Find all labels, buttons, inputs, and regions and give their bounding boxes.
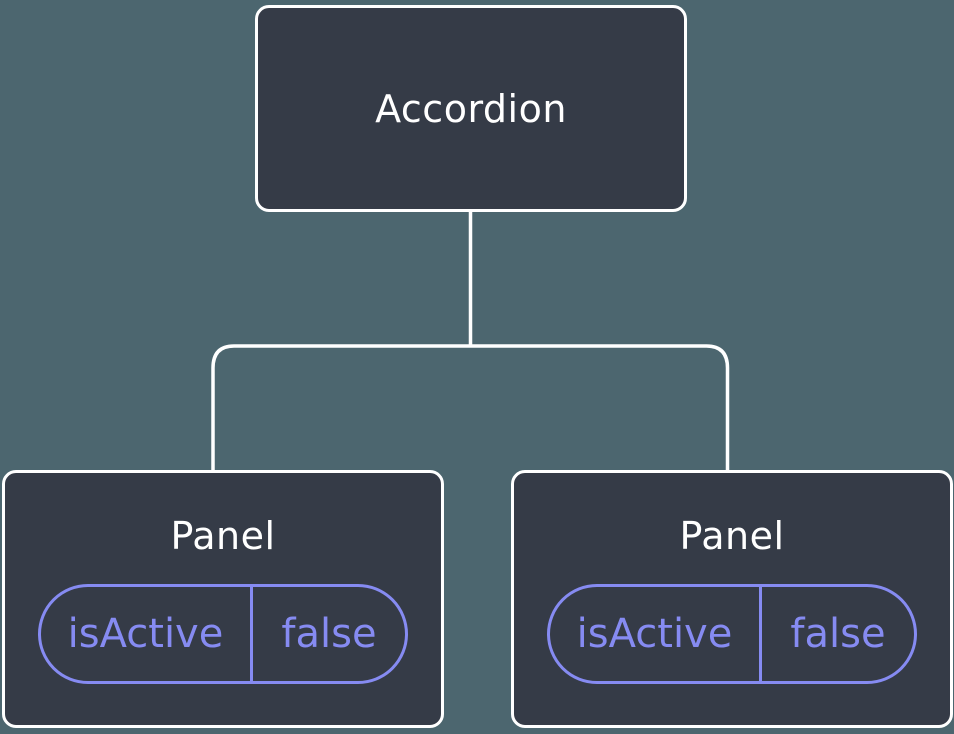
panel-node-left: Panel isActive false <box>2 470 444 728</box>
panel-right-title: Panel <box>679 514 785 558</box>
state-value-label: false <box>281 611 377 657</box>
accordion-node: Accordion <box>255 5 687 212</box>
state-key-label: isActive <box>41 587 253 681</box>
branch-line <box>211 344 730 471</box>
panel-left-title: Panel <box>170 514 276 558</box>
state-key-label: isActive <box>550 587 762 681</box>
panel-left-state-pill: isActive false <box>38 584 408 684</box>
panel-right-state-pill: isActive false <box>547 584 917 684</box>
accordion-node-title: Accordion <box>375 86 567 131</box>
panel-node-right: Panel isActive false <box>511 470 953 728</box>
state-value-label: false <box>790 611 886 657</box>
